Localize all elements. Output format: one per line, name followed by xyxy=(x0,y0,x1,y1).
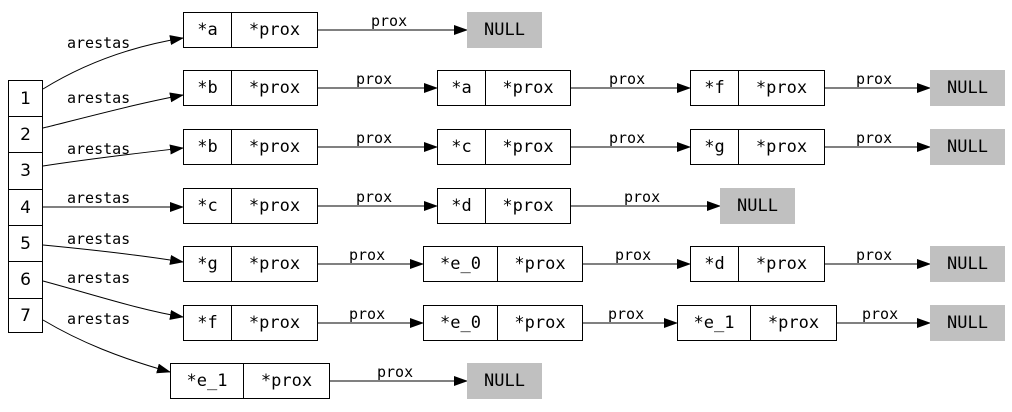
node-pointer-field: *g xyxy=(691,130,739,164)
vertex-cell-4: 4 xyxy=(8,189,43,226)
prox-label: prox xyxy=(377,363,414,381)
node-pointer-field: *e_0 xyxy=(424,306,498,340)
prox-label: prox xyxy=(349,246,386,264)
prox-label: prox xyxy=(862,305,899,323)
null-terminator: NULL xyxy=(467,363,542,399)
node-next-field: *prox xyxy=(248,137,301,157)
node-pointer-field: *d xyxy=(438,189,486,223)
node-pointer-field: *f xyxy=(184,306,232,340)
list-node: *b *prox xyxy=(183,129,318,165)
node-pointer-field: *f xyxy=(691,71,739,105)
prox-label: prox xyxy=(609,129,646,147)
node-next-field: *prox xyxy=(248,20,301,40)
arestas-label-3: arestas xyxy=(67,140,131,158)
list-node: *d *prox xyxy=(690,246,825,282)
node-next-field: *prox xyxy=(502,196,554,216)
node-next-field: *prox xyxy=(514,313,566,333)
arestas-label-2: arestas xyxy=(67,89,131,107)
prox-label: prox xyxy=(371,12,408,30)
vertex-cell-6: 6 xyxy=(8,261,43,299)
list-node: *f *prox xyxy=(183,305,318,341)
list-node: *a *prox xyxy=(437,70,571,106)
node-next-field: *prox xyxy=(502,137,554,157)
vertex-cell-3: 3 xyxy=(8,152,43,190)
vertex-cell-7: 7 xyxy=(8,298,43,333)
node-next-field: *prox xyxy=(248,78,301,98)
node-next-field: *prox xyxy=(248,313,301,333)
arestas-label-7: arestas xyxy=(67,310,131,328)
node-pointer-field: *a xyxy=(184,13,232,47)
list-node: *g *prox xyxy=(690,129,825,165)
list-node: *c *prox xyxy=(437,129,571,165)
arestas-label-6: arestas xyxy=(67,269,131,287)
arestas-arrow-7 xyxy=(42,319,171,374)
list-node: *e_0 *prox xyxy=(423,305,583,341)
list-node: *b *prox xyxy=(183,70,318,106)
prox-label: prox xyxy=(356,70,393,88)
node-pointer-field: *c xyxy=(438,130,486,164)
arestas-label-5: arestas xyxy=(67,230,131,248)
list-node: *c *prox xyxy=(183,188,318,224)
arestas-arrow-6 xyxy=(42,280,184,320)
arestas-label-4: arestas xyxy=(67,189,131,207)
prox-label: prox xyxy=(615,246,652,264)
node-next-field: *prox xyxy=(755,254,808,274)
null-terminator: NULL xyxy=(930,246,1005,282)
arestas-arrow-2 xyxy=(42,92,184,129)
vertex-cell-2: 2 xyxy=(8,116,43,153)
list-node: *e_1 *prox xyxy=(677,305,837,341)
prox-label: prox xyxy=(349,305,386,323)
node-pointer-field: *g xyxy=(184,247,232,281)
node-next-field: *prox xyxy=(755,137,808,157)
node-next-field: *prox xyxy=(755,78,808,98)
arestas-arrow-5 xyxy=(42,244,184,265)
node-next-field: *prox xyxy=(514,254,566,274)
node-pointer-field: *c xyxy=(184,189,232,223)
arestas-label-1: arestas xyxy=(67,34,131,52)
arestas-arrow-1 xyxy=(42,35,184,90)
list-node: *g *prox xyxy=(183,246,318,282)
null-terminator: NULL xyxy=(930,129,1005,165)
prox-label: prox xyxy=(624,188,661,206)
node-pointer-field: *e_0 xyxy=(424,247,498,281)
null-terminator: NULL xyxy=(467,12,542,48)
node-next-field: *prox xyxy=(248,254,301,274)
vertex-cell-5: 5 xyxy=(8,225,43,262)
node-pointer-field: *e_1 xyxy=(171,364,244,398)
node-next-field: *prox xyxy=(502,78,554,98)
node-next-field: *prox xyxy=(248,196,301,216)
list-node: *a *prox xyxy=(183,12,318,48)
prox-label: prox xyxy=(856,70,893,88)
arestas-arrow-3 xyxy=(42,144,184,167)
null-terminator: NULL xyxy=(930,305,1005,341)
node-next-field: *prox xyxy=(260,371,313,391)
list-node: *e_1 *prox xyxy=(170,363,330,399)
node-next-field: *prox xyxy=(767,313,820,333)
vertex-cell-1: 1 xyxy=(8,80,43,117)
node-pointer-field: *b xyxy=(184,130,232,164)
prox-label: prox xyxy=(356,188,393,206)
null-terminator: NULL xyxy=(720,188,795,224)
prox-label: prox xyxy=(608,305,645,323)
prox-label: prox xyxy=(856,129,893,147)
node-pointer-field: *a xyxy=(438,71,486,105)
prox-label: prox xyxy=(609,70,646,88)
node-pointer-field: *b xyxy=(184,71,232,105)
null-terminator: NULL xyxy=(930,70,1005,106)
list-node: *f *prox xyxy=(690,70,825,106)
node-pointer-field: *d xyxy=(691,247,739,281)
prox-label: prox xyxy=(356,129,393,147)
list-node: *e_0 *prox xyxy=(423,246,583,282)
prox-label: prox xyxy=(856,246,893,264)
node-pointer-field: *e_1 xyxy=(678,306,751,340)
list-node: *d *prox xyxy=(437,188,571,224)
